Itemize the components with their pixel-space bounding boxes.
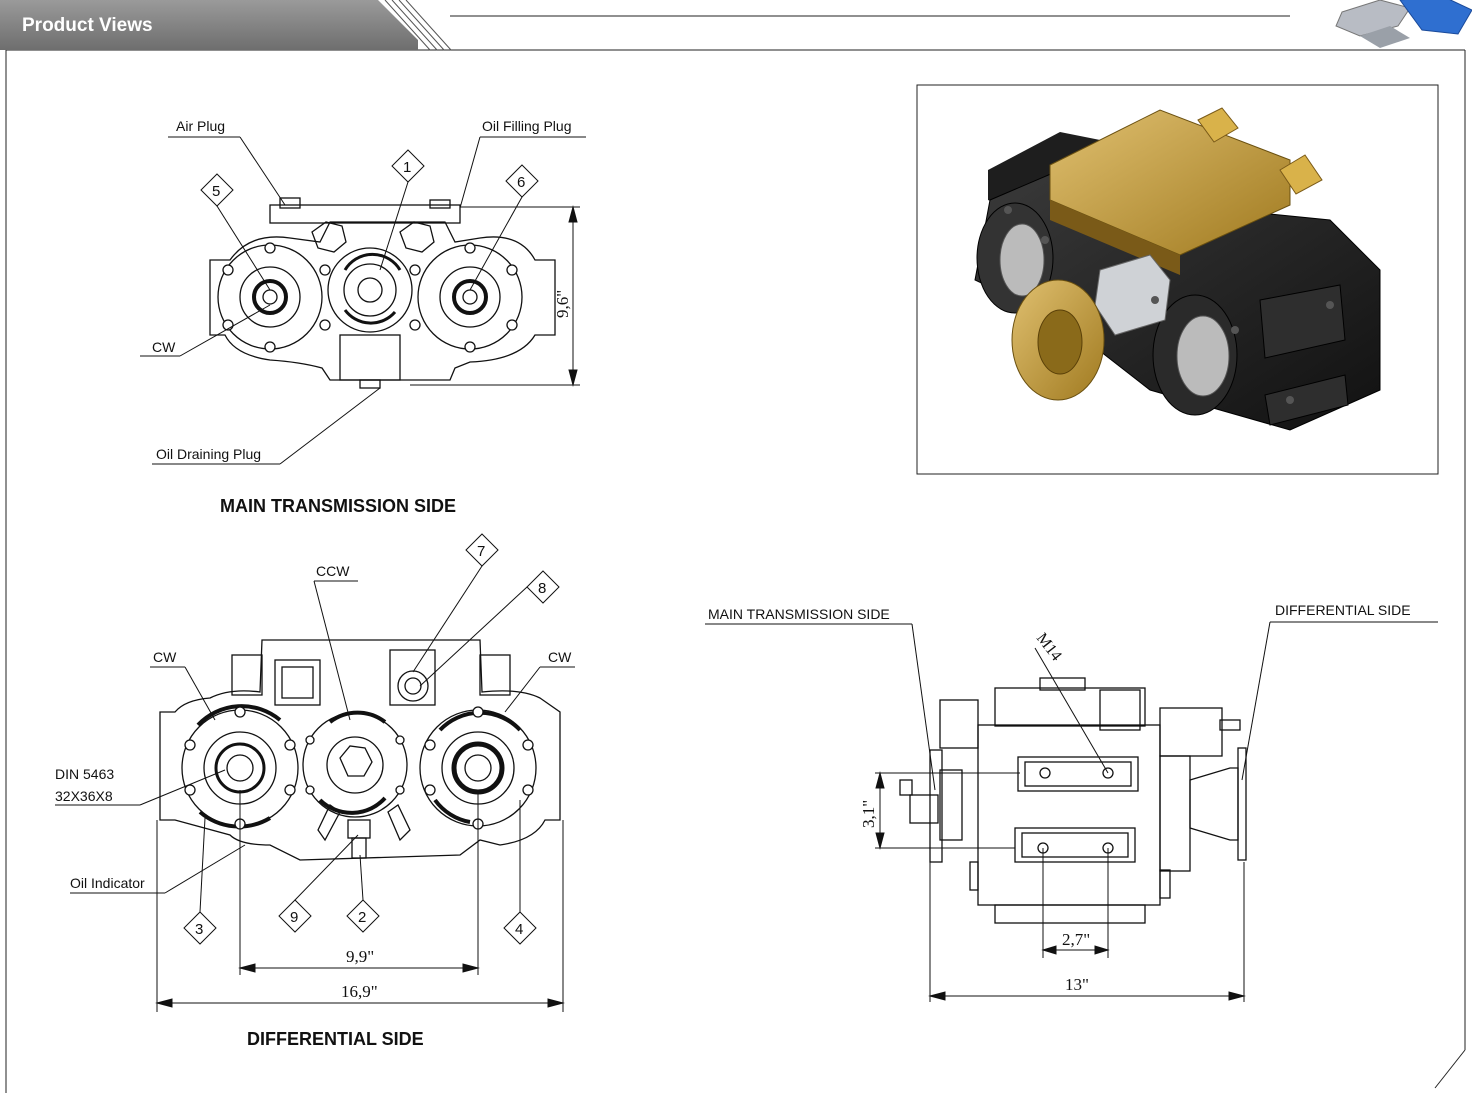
oil-indicator-label: Oil Indicator bbox=[70, 875, 145, 891]
cw-right-label: CW bbox=[548, 649, 572, 665]
top-view-drawing bbox=[899, 677, 1247, 924]
main-side-texts: Air Plug Oil Filling Plug CW Oil Drainin… bbox=[152, 118, 572, 462]
length-13-label: 13" bbox=[1065, 975, 1089, 994]
callout-3: 3 bbox=[195, 921, 203, 938]
callout-1: 1 bbox=[403, 159, 411, 176]
top-view-leaders bbox=[705, 621, 1438, 1002]
differential-side-texts: CCW CW CW DIN 5463 32X36X8 Oil Indicator… bbox=[55, 543, 572, 1001]
height-3-1-label: 3,1" bbox=[859, 800, 878, 828]
gearbox-render-image bbox=[974, 107, 1381, 431]
din-spec-line2: 32X36X8 bbox=[55, 788, 113, 804]
callout-2: 2 bbox=[358, 909, 366, 926]
width-outer-label: 16,9" bbox=[341, 982, 378, 1001]
top-view-texts: MAIN TRANSMISSION SIDE DIFFERENTIAL SIDE… bbox=[708, 602, 1411, 994]
spacing-2-7-label: 2,7" bbox=[1062, 930, 1090, 949]
differential-side-caption: DIFFERENTIAL SIDE bbox=[247, 1029, 424, 1049]
height-dim-label: 9,6" bbox=[553, 290, 572, 318]
main-transmission-side-label: MAIN TRANSMISSION SIDE bbox=[708, 606, 890, 622]
width-inner-label: 9,9" bbox=[346, 947, 374, 966]
callout-6: 6 bbox=[517, 174, 525, 191]
callout-7: 7 bbox=[477, 543, 485, 560]
differential-side-drawing bbox=[159, 639, 561, 861]
air-plug-label: Air Plug bbox=[176, 118, 225, 134]
callout-9: 9 bbox=[290, 909, 298, 926]
callout-4: 4 bbox=[515, 921, 523, 938]
thread-m14-label: M14 bbox=[1033, 630, 1065, 664]
gear-logo-icon bbox=[1335, 0, 1472, 48]
cw-label: CW bbox=[152, 339, 176, 355]
callout-5: 5 bbox=[212, 183, 220, 200]
ccw-label: CCW bbox=[316, 563, 350, 579]
main-side-leaders bbox=[140, 136, 586, 465]
oil-draining-plug-label: Oil Draining Plug bbox=[156, 446, 261, 462]
din-spec-line1: DIN 5463 bbox=[55, 766, 114, 782]
differential-side-label: DIFFERENTIAL SIDE bbox=[1275, 602, 1411, 618]
main-side-caption: MAIN TRANSMISSION SIDE bbox=[220, 496, 456, 516]
callout-8: 8 bbox=[538, 580, 546, 597]
page-title: Product Views bbox=[22, 15, 153, 36]
oil-filling-plug-label: Oil Filling Plug bbox=[482, 118, 571, 134]
header-tab bbox=[0, 0, 452, 51]
cw-left-label: CW bbox=[153, 649, 177, 665]
differential-side-leaders bbox=[55, 533, 575, 1012]
main-side-drawing bbox=[209, 197, 556, 389]
